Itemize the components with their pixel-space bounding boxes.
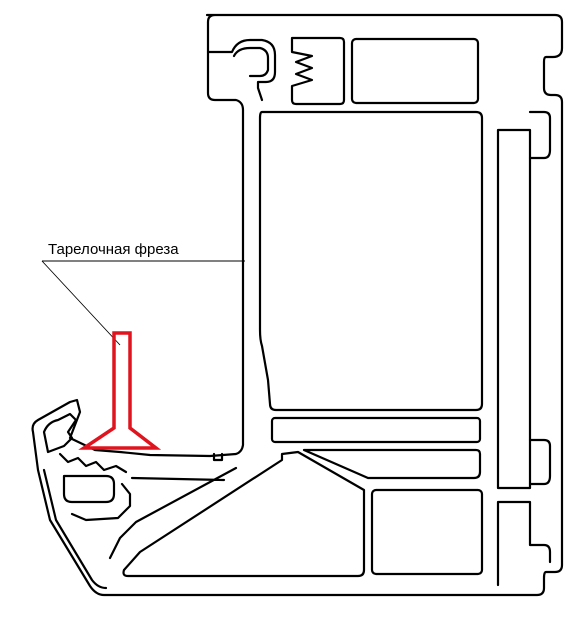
inner-diagonal-web [108, 466, 238, 560]
right-flange-bottom [496, 500, 552, 587]
glazing-bead [42, 412, 78, 454]
main-chamber [258, 110, 484, 412]
top-chamber [350, 37, 480, 105]
serrated-channel [290, 36, 346, 106]
top-hook-groove [206, 38, 277, 102]
profile-outer-contour [31, 13, 564, 597]
triangular-chamber [302, 448, 482, 480]
frame-notch [212, 452, 224, 462]
right-flange-top [528, 110, 552, 160]
left-tip-inner [42, 468, 108, 590]
thin-chamber [270, 416, 482, 444]
locking-teeth [58, 452, 128, 474]
top-hook-inner [232, 46, 270, 78]
bottom-right-chamber [370, 488, 484, 576]
right-flange-middle [528, 438, 552, 486]
callout-label: Тарелочная фреза [48, 241, 179, 258]
right-channel [496, 128, 532, 490]
locking-slot [62, 474, 116, 504]
disk-cutter [78, 331, 162, 450]
leader-pointer [41, 260, 121, 346]
bottom-diagonal-chamber [122, 450, 366, 578]
inner-groove [70, 482, 132, 522]
